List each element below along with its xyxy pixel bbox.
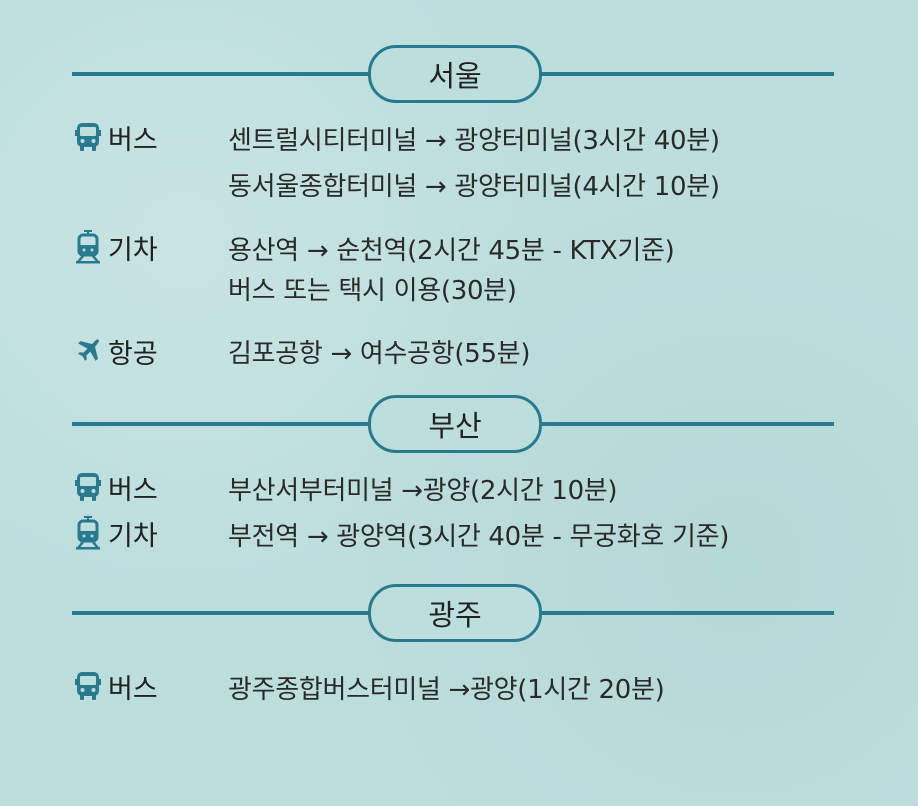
bus-icon (74, 670, 102, 702)
mode-label: 항공 (108, 338, 158, 370)
train-icon (74, 516, 102, 550)
route-text: 버스 또는 택시 이용(30분) (228, 276, 517, 306)
route-text: 센트럴시티터미널 → 광양터미널(3시간 40분) (228, 126, 720, 156)
route-text: 용산역 → 순천역(2시간 45분 - KTX기준) (228, 236, 675, 266)
train-icon (74, 230, 102, 264)
mode-row-busan-bus: 버스 (74, 467, 228, 507)
mode-label: 기차 (108, 520, 158, 552)
mode-label: 버스 (108, 474, 158, 506)
section-title-seoul: 서울 (368, 45, 542, 103)
mode-label: 버스 (108, 673, 158, 705)
bus-icon (74, 121, 102, 153)
route-text: 부산서부터미널 →광양(2시간 10분) (228, 476, 618, 506)
section-header-gwangju: 광주 (72, 584, 834, 642)
mode-row-seoul-bus: 버스 (74, 117, 228, 157)
section-header-seoul: 서울 (72, 45, 834, 103)
route-text: 광주종합버스터미널 →광양(1시간 20분) (228, 675, 665, 705)
section-header-busan: 부산 (72, 395, 834, 453)
route-text: 동서울종합터미널 → 광양터미널(4시간 10분) (228, 172, 720, 202)
section-title-busan: 부산 (368, 395, 542, 453)
mode-row-seoul-train: 기차 (74, 227, 228, 267)
airplane-icon (74, 335, 102, 367)
route-text: 김포공항 → 여수공항(55분) (228, 339, 531, 369)
bus-icon (74, 471, 102, 503)
mode-row-gwangju-bus: 버스 (74, 666, 228, 706)
mode-label: 기차 (108, 234, 158, 266)
route-text: 부전역 → 광양역(3시간 40분 - 무궁화호 기준) (228, 522, 730, 552)
section-title-gwangju: 광주 (368, 584, 542, 642)
mode-row-busan-train: 기차 (74, 513, 228, 553)
mode-row-seoul-air: 항공 (74, 331, 228, 371)
mode-label: 버스 (108, 124, 158, 156)
